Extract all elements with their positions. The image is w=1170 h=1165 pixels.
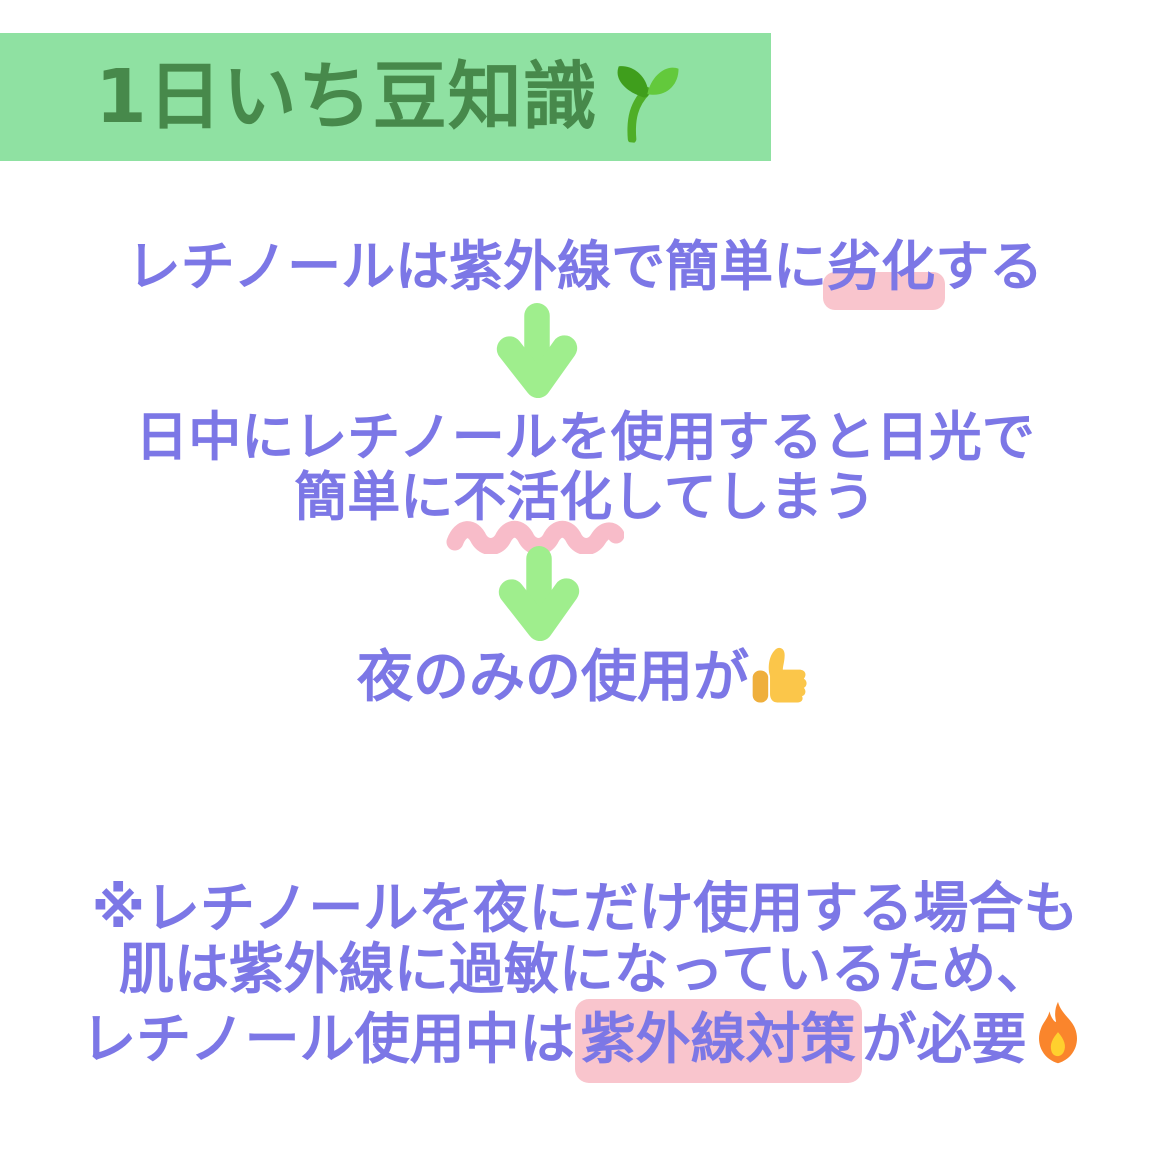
down-arrow-icon (496, 303, 578, 399)
thumbs-up-icon (752, 647, 807, 703)
conclusion-text: 夜のみの使用が (357, 645, 749, 710)
footnote-line3-pre: レチノール使用中は (81, 1007, 575, 1071)
down-arrow-icon (498, 546, 580, 642)
footnote-line2: 肌は紫外線に過敏になっているため、 (118, 937, 1052, 1001)
header-banner: 1日いち豆知識 (0, 33, 771, 161)
page-title-text: 1日いち豆知識 (95, 54, 598, 140)
conclusion-statement: 夜のみの使用が (0, 644, 1170, 708)
page-title: 1日いち豆知識 (95, 51, 679, 144)
fact2-line2-post: してしまう (612, 467, 876, 528)
footnote-line1: ※レチノールを夜にだけ使用する場合も (91, 876, 1079, 940)
fact1-highlighted-term: 劣化 (827, 235, 936, 298)
footnote-line3: レチノール使用中は紫外線対策が必要 (0, 999, 1170, 1083)
fire-icon (1038, 1001, 1077, 1064)
fact2-wavy-text: 不活化 (453, 467, 613, 528)
fact2-line2: 簡単に不活化 してしまう (0, 467, 1170, 554)
footnote: ※レチノールを夜にだけ使用する場合も 肌は紫外線に過敏になっているため、 レチノ… (0, 876, 1170, 1083)
fact2-line2-pre: 簡単に (294, 467, 454, 528)
fact1-pre: レチノールは紫外線で簡単に (126, 235, 828, 298)
seedling-icon (617, 66, 679, 144)
fact2-wavy-term: 不活化 (446, 467, 625, 554)
fact1-post: する (935, 235, 1044, 298)
fact-statement-2: 日中にレチノールを使用すると日光で 簡単に不活化 してしまう (0, 407, 1170, 554)
fact2-line1: 日中にレチノールを使用すると日光で (135, 407, 1035, 468)
footnote-line3-post: が必要 (861, 1007, 1027, 1071)
fact-statement-1: レチノールは紫外線で簡単に劣化する (0, 240, 1170, 294)
footnote-highlighted-term: 紫外線対策 (574, 999, 862, 1083)
